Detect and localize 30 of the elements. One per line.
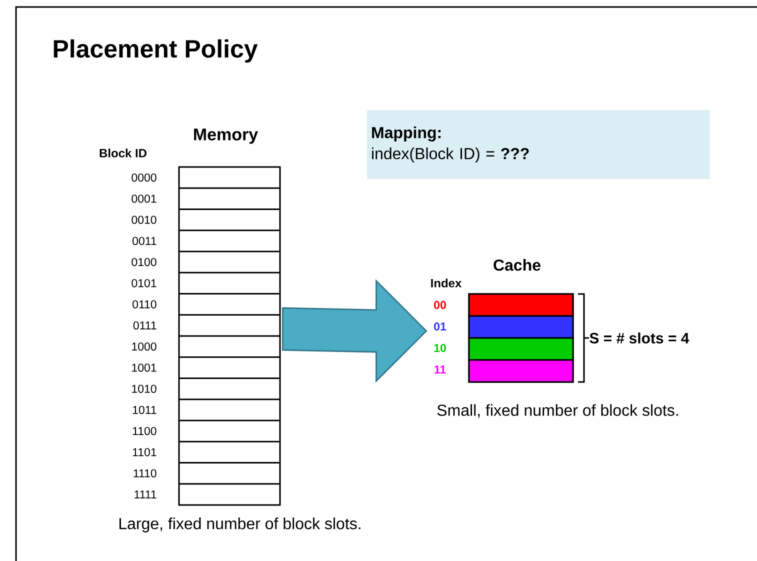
block-id: 0000	[132, 173, 156, 182]
description-text: Small, fixed number of block slots.	[437, 404, 678, 418]
block-arrow	[282, 279, 428, 383]
block-id: 0100	[132, 258, 156, 266]
block-id: 1100	[132, 426, 156, 436]
description-text: Large, fixed number of block slots.	[119, 518, 360, 532]
slot-count: S = # slots = 4	[590, 332, 690, 344]
block-id: 0110	[132, 300, 156, 308]
block-id: 0001	[132, 194, 156, 203]
index-value: 01	[434, 322, 446, 331]
slide-title: Placement Policy	[54, 39, 258, 63]
block-id: 0101	[132, 279, 156, 288]
index-value: 10	[434, 344, 446, 352]
index-value: 00	[434, 300, 446, 310]
mapping-box: Mapping: index(Block ID) = ???	[367, 110, 710, 179]
block-id: 1010	[132, 384, 156, 393]
block-id: 1011	[132, 406, 156, 414]
block-id: 0111	[133, 321, 156, 330]
block-id: 0011	[132, 236, 156, 245]
block-id: 1110	[134, 469, 156, 478]
column-label: Block ID	[100, 148, 146, 158]
column-heading: Memory	[194, 128, 258, 144]
block-id: 0010	[132, 216, 156, 224]
block-id: 1000	[132, 342, 156, 351]
column-label: Index	[431, 278, 462, 288]
block-id: 1101	[132, 448, 156, 456]
block-id: 1111	[134, 490, 156, 498]
column-heading: Cache	[494, 259, 540, 271]
index-value: 11	[434, 366, 446, 374]
block-id: 1001	[132, 364, 156, 372]
